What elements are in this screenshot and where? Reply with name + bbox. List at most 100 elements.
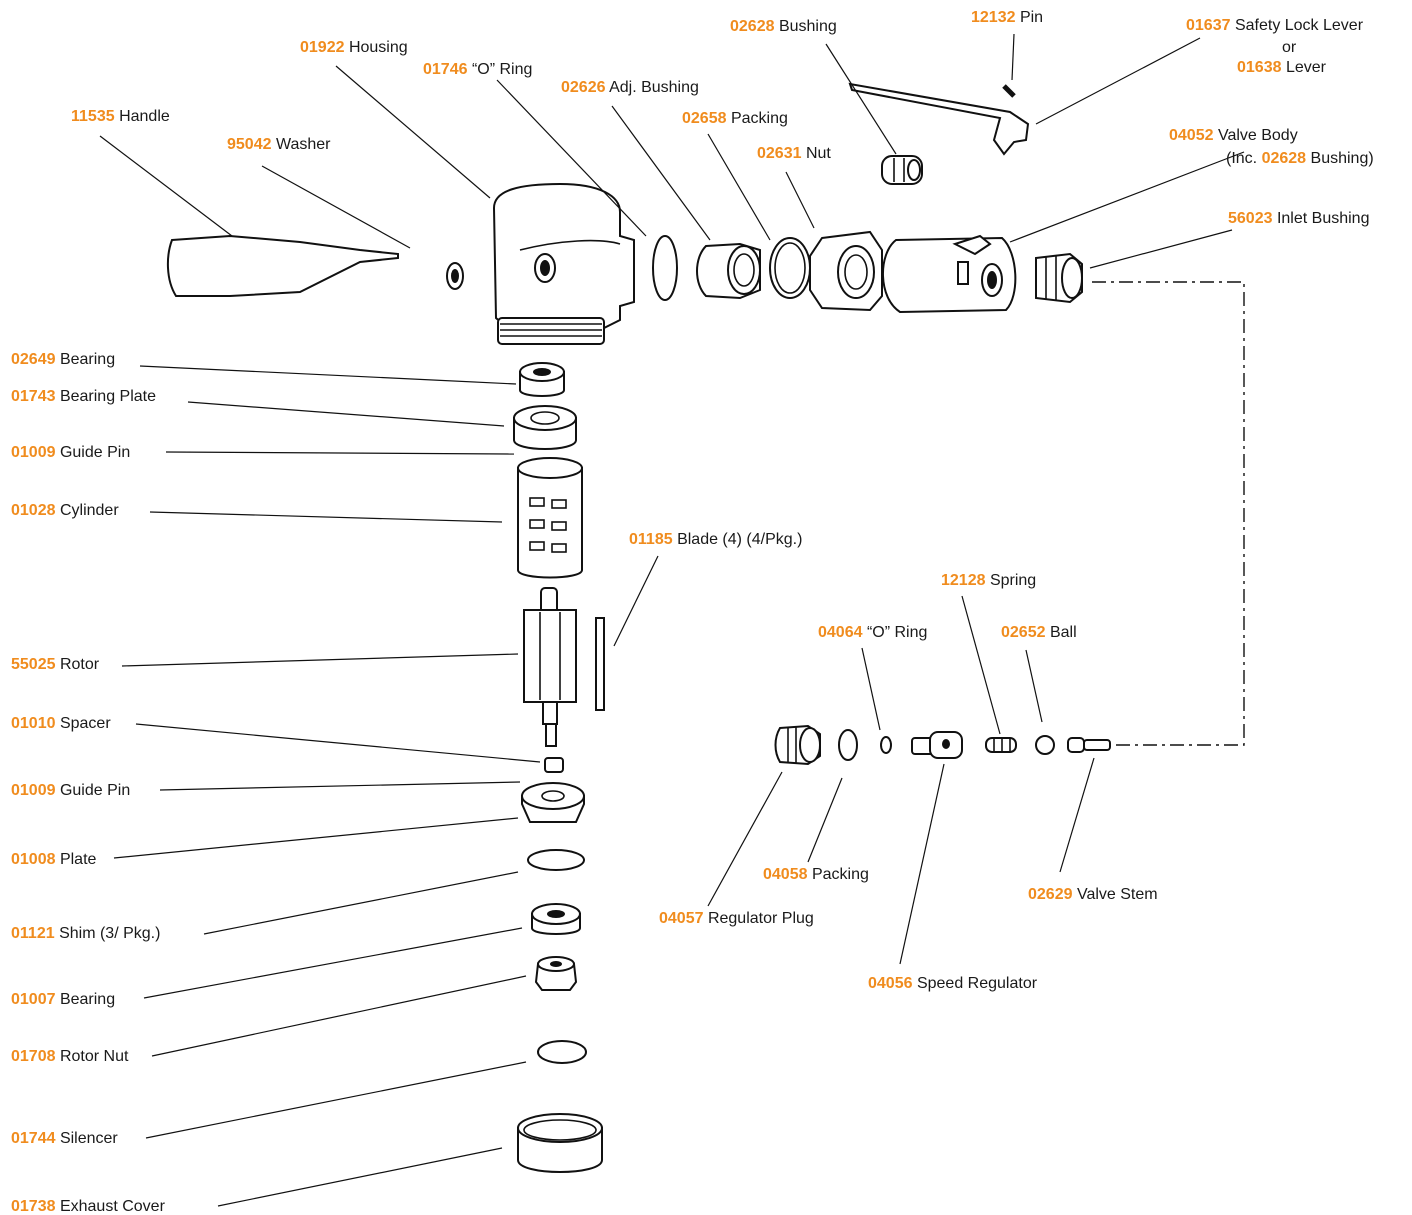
exhaust-cover-part xyxy=(517,1113,603,1173)
label-01743: 01743 Bearing Plate xyxy=(11,388,156,405)
label-01637: 01637 Safety Lock Lever xyxy=(1186,17,1364,34)
part-name: Adj. Bushing xyxy=(609,79,699,96)
part-name: Housing xyxy=(349,39,408,56)
adj-bushing-part xyxy=(696,242,761,300)
shim-part xyxy=(527,849,585,871)
label-04057: 04057 Regulator Plug xyxy=(659,910,814,927)
part-number: 04058 xyxy=(763,866,808,883)
inlet-bushing-part xyxy=(1035,252,1083,304)
part-name: Rotor xyxy=(60,656,100,673)
part-name: Plate xyxy=(60,851,97,868)
part-number: 01009 xyxy=(11,782,56,799)
label-04058: 04058 Packing xyxy=(763,866,869,883)
part-number: 02628 xyxy=(1262,150,1307,167)
label-01007: 01007 Bearing xyxy=(11,991,115,1008)
valve-stem-part xyxy=(1067,737,1111,753)
part-labels: 01922 Housing 01746 “O” Ring 02626 Adj. … xyxy=(11,9,1374,1215)
part-name: Safety Lock Lever xyxy=(1235,17,1364,34)
label-01028: 01028 Cylinder xyxy=(11,502,119,519)
label-01708: 01708 Rotor Nut xyxy=(11,1048,129,1065)
part-name: Valve Body xyxy=(1218,127,1298,144)
part-number: 55025 xyxy=(11,656,56,673)
label-95042: 95042 Washer xyxy=(227,136,331,153)
part-name: Valve Stem xyxy=(1077,886,1158,903)
label-01008: 01008 Plate xyxy=(11,851,97,868)
spacer-part xyxy=(544,757,564,773)
part-name: Guide Pin xyxy=(60,444,130,461)
label-01638: 01638 Lever xyxy=(1237,59,1327,76)
part-name: Ball xyxy=(1050,624,1077,641)
label-04064: 04064 “O” Ring xyxy=(818,624,927,641)
part-number: 04057 xyxy=(659,910,704,927)
label-04052: 04052 Valve Body xyxy=(1169,127,1298,144)
part-number: 02649 xyxy=(11,351,56,368)
part-name: Silencer xyxy=(60,1130,118,1147)
label-12128: 12128 Spring xyxy=(941,572,1036,589)
part-name: Spacer xyxy=(60,715,111,732)
part-number: 12128 xyxy=(941,572,986,589)
bearing-plate-part xyxy=(513,405,577,450)
part-number: 04056 xyxy=(868,975,913,992)
bushing-part xyxy=(881,155,923,185)
part-name: Nut xyxy=(806,145,831,162)
part-name: Packing xyxy=(812,866,869,883)
o-ring-part xyxy=(652,235,678,301)
label-01744: 01744 Silencer xyxy=(11,1130,118,1147)
label-02628: 02628 Bushing xyxy=(730,18,837,35)
part-name: “O” Ring xyxy=(867,624,927,641)
label-55025: 55025 Rotor xyxy=(11,656,100,673)
label-01738: 01738 Exhaust Cover xyxy=(11,1198,166,1215)
part-number: 02629 xyxy=(1028,886,1073,903)
part-number: 01008 xyxy=(11,851,56,868)
washer-part xyxy=(446,262,464,290)
part-name: Guide Pin xyxy=(60,782,130,799)
pin-part xyxy=(1002,84,1016,98)
label-12132: 12132 Pin xyxy=(971,9,1043,26)
part-number: 12132 xyxy=(971,9,1016,26)
part-name: Regulator Plug xyxy=(708,910,814,927)
part-number: 01638 xyxy=(1237,59,1282,76)
silencer-part xyxy=(537,1040,587,1064)
leader-lines xyxy=(99,33,1245,1207)
ball-part xyxy=(1035,735,1055,755)
speed-regulator-part xyxy=(911,731,963,759)
part-number: 01746 xyxy=(423,61,468,78)
label-or: or xyxy=(1282,39,1297,56)
housing-part xyxy=(492,182,635,345)
label-01009-bottom: 01009 Guide Pin xyxy=(11,782,130,799)
rotor-nut-part xyxy=(534,956,578,991)
rotor-part xyxy=(523,587,577,747)
label-01010: 01010 Spacer xyxy=(11,715,111,732)
label-02649: 02649 Bearing xyxy=(11,351,115,368)
part-number: 01009 xyxy=(11,444,56,461)
part-name: Speed Regulator xyxy=(917,975,1038,992)
packing-04058-part xyxy=(838,729,858,761)
label-02626: 02626 Adj. Bushing xyxy=(561,79,699,96)
part-number: 01007 xyxy=(11,991,56,1008)
handle-part xyxy=(166,234,399,297)
label-11535: 11535 Handle xyxy=(71,108,170,125)
part-name: Lever xyxy=(1286,59,1327,76)
label-01185: 01185 Blade (4) (4/Pkg.) xyxy=(629,531,802,548)
part-number: 01743 xyxy=(11,388,56,405)
part-number: 04064 xyxy=(818,624,863,641)
part-name: Bearing Plate xyxy=(60,388,156,405)
part-drawings xyxy=(166,82,1111,1173)
part-number: 02658 xyxy=(682,110,727,127)
part-name: Handle xyxy=(119,108,170,125)
part-number: 01028 xyxy=(11,502,56,519)
label-04052-inc: (Inc. 02628 Bushing) xyxy=(1226,150,1374,167)
part-number: 95042 xyxy=(227,136,272,153)
part-name: Shim (3/ Pkg.) xyxy=(59,925,160,942)
part-number: 01744 xyxy=(11,1130,56,1147)
blade-part xyxy=(595,617,605,711)
part-name: “O” Ring xyxy=(472,61,532,78)
part-name: Rotor Nut xyxy=(60,1048,129,1065)
inc-suffix: Bushing) xyxy=(1311,150,1374,167)
o-ring-04064-part xyxy=(880,736,892,754)
part-number: 01637 xyxy=(1186,17,1231,34)
part-name: Washer xyxy=(276,136,331,153)
part-number: 02631 xyxy=(757,145,802,162)
lever-part xyxy=(848,82,1030,156)
